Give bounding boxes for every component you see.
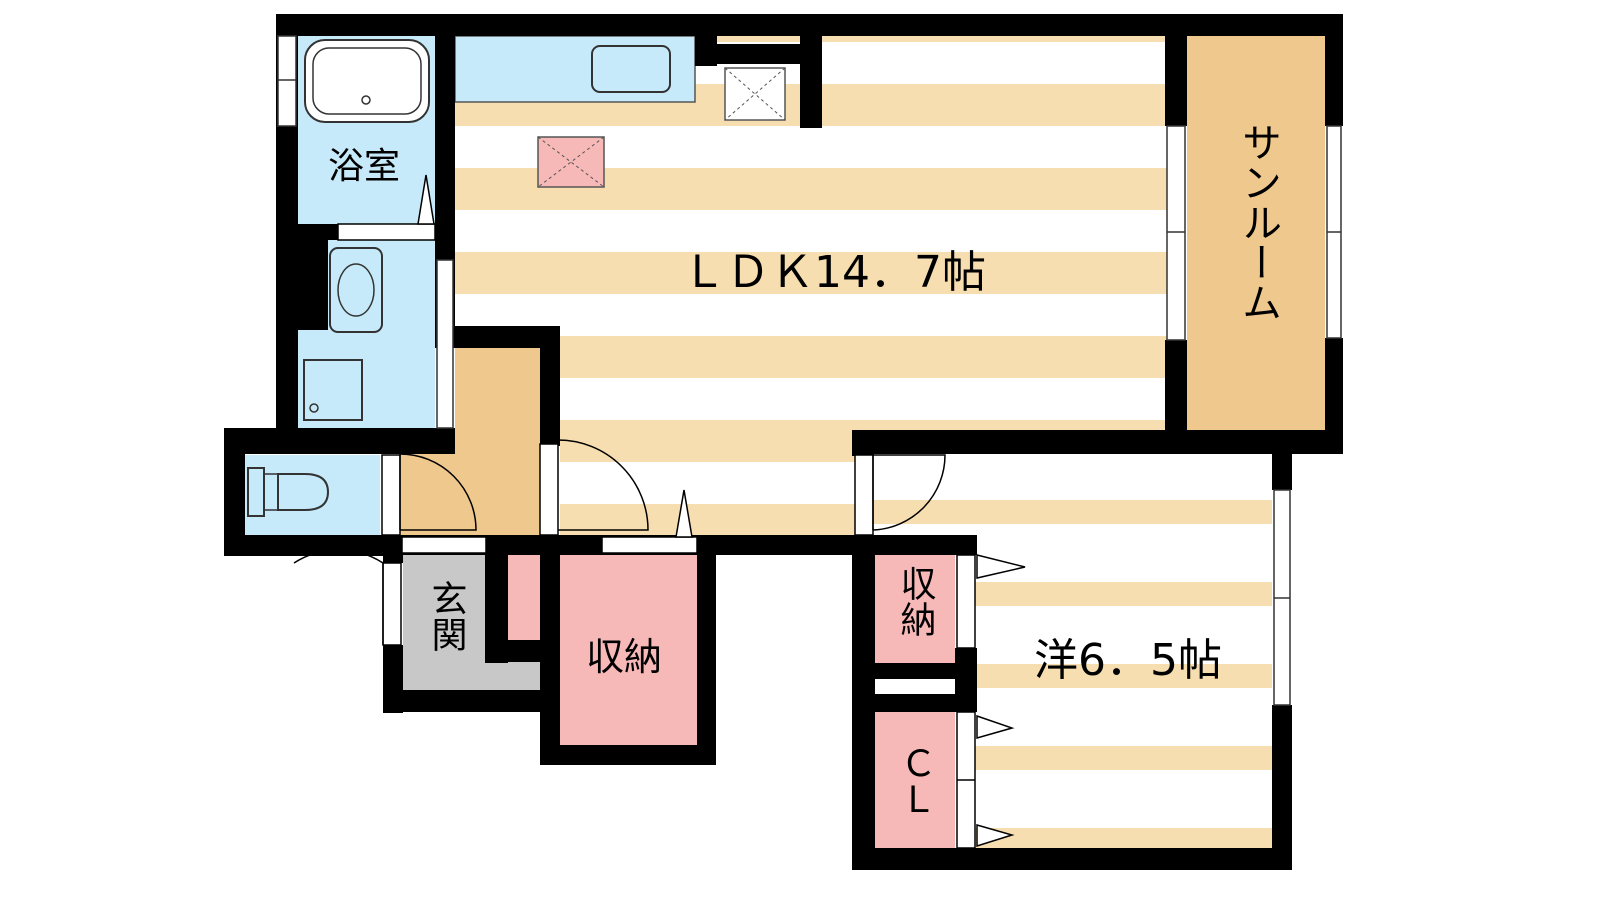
shoe-storage-floor xyxy=(508,555,540,640)
storage-main-label: 収納 xyxy=(586,635,662,679)
bath-label: 浴室 xyxy=(328,146,400,187)
western-room-floor xyxy=(975,455,1272,850)
closet-floor xyxy=(875,712,955,850)
doors xyxy=(293,174,1026,849)
entrance-label: 玄関 xyxy=(426,580,467,652)
wash-basin-icon xyxy=(329,247,383,333)
storage-small-floor xyxy=(875,555,955,663)
washing-machine-icon xyxy=(303,359,363,421)
toilet-icon xyxy=(247,467,330,517)
sunroom-floor xyxy=(1187,36,1325,430)
toilet-floor xyxy=(245,455,380,535)
kitchen-sink-icon xyxy=(591,45,671,93)
storage-main-floor xyxy=(560,555,697,745)
storage-small-label: 収納 xyxy=(895,565,936,637)
ldk-label: ＬＤＫ14．7帖 xyxy=(682,247,986,298)
western-room-label: 洋6．5帖 xyxy=(1034,635,1222,686)
bathtub-icon xyxy=(304,39,430,123)
closet-label: ＣＬ xyxy=(895,745,936,817)
sunroom-label: サンルーム xyxy=(1235,122,1281,322)
sunroom-label-text: サンルーム xyxy=(1235,122,1281,322)
